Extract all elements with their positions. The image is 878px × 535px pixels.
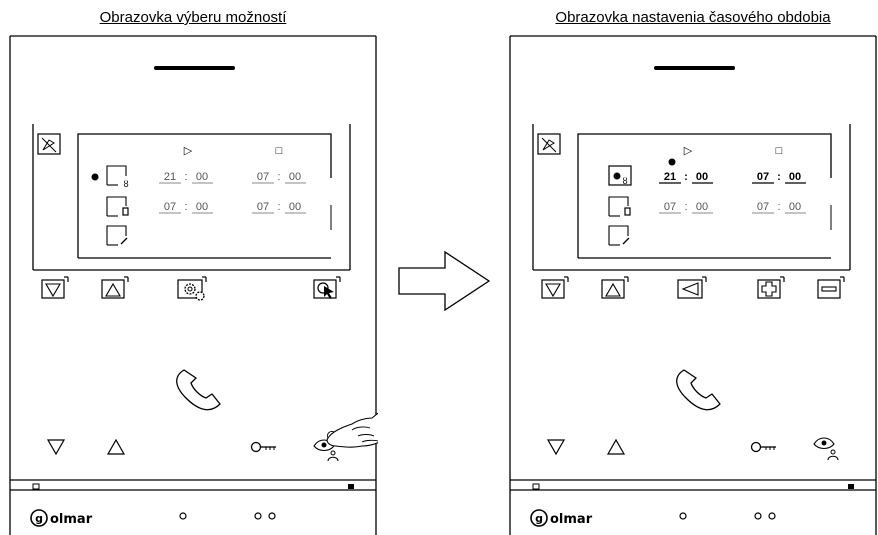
row1-start-min[interactable]: 00 xyxy=(196,171,208,183)
time-separator: : xyxy=(777,201,780,213)
row1-end-min[interactable]: 00 xyxy=(289,171,301,183)
time-period-settings-panel: Obrazovka nastavenia časového obdobia ▷ … xyxy=(508,0,878,535)
bell-off-icon: ȣ xyxy=(106,165,129,189)
end-time-header: □ xyxy=(776,145,783,157)
indicator-led xyxy=(679,512,687,520)
panel-caption: Obrazovka nastavenia časového obdobia xyxy=(555,9,831,26)
end-time-header: □ xyxy=(276,145,283,157)
down-arrow-button[interactable] xyxy=(46,439,66,456)
row2-start-hour[interactable]: 07 xyxy=(664,201,676,213)
indicator-led xyxy=(754,512,762,520)
row1-start-min[interactable]: 00 xyxy=(696,171,708,183)
time-separator: : xyxy=(184,171,187,183)
down-arrow-button[interactable] xyxy=(546,439,566,456)
phone-handset-icon[interactable] xyxy=(176,369,221,411)
row1-start-hour[interactable]: 21 xyxy=(664,171,676,183)
key-icon[interactable] xyxy=(750,441,777,453)
row1-end-min[interactable]: 00 xyxy=(789,171,801,183)
up-arrow-button[interactable] xyxy=(606,438,626,455)
start-time-header: ▷ xyxy=(684,145,693,157)
time-separator: : xyxy=(277,171,280,183)
time-separator: : xyxy=(777,171,781,183)
start-time-header: ▷ xyxy=(184,145,193,157)
plus-button[interactable] xyxy=(757,276,785,299)
monitor-device: ▷ □ ȣ 21 : 00 07 : 00 07 : xyxy=(509,35,877,535)
bell-off-icon xyxy=(37,133,61,155)
indicator-led xyxy=(768,512,776,520)
indicator-led xyxy=(179,512,187,520)
row2-end-hour[interactable]: 07 xyxy=(757,201,769,213)
svg-text:ȣ: ȣ xyxy=(622,176,627,186)
row2-end-min[interactable]: 00 xyxy=(289,201,301,213)
pen-icon xyxy=(608,225,630,246)
down-triangle-button[interactable] xyxy=(41,276,69,299)
golmar-logo: g olmar xyxy=(530,509,593,527)
bell-off-icon xyxy=(537,133,561,155)
row1-start-hour[interactable]: 21 xyxy=(164,171,176,183)
selection-dot xyxy=(91,173,99,181)
golmar-logo: g olmar xyxy=(30,509,93,527)
options-selection-panel: Obrazovka výberu možností ▷ □ xyxy=(8,0,378,535)
edit-cursor-dot xyxy=(668,158,676,166)
key-icon[interactable] xyxy=(250,441,277,453)
indicator-led xyxy=(254,512,262,520)
eye-person-icon[interactable] xyxy=(813,437,839,461)
indicator-led xyxy=(268,512,276,520)
row1-end-hour[interactable]: 07 xyxy=(257,171,269,183)
door-icon xyxy=(608,196,631,217)
svg-text:olmar: olmar xyxy=(550,512,593,527)
settings-gear-button[interactable] xyxy=(177,276,207,301)
transition-arrow-icon xyxy=(398,250,491,312)
row1-end-hour[interactable]: 07 xyxy=(757,171,769,183)
pointing-hand-icon xyxy=(326,412,378,448)
row2-start-min[interactable]: 00 xyxy=(696,201,708,213)
up-arrow-button[interactable] xyxy=(106,438,126,455)
time-separator: : xyxy=(184,201,187,213)
row2-start-hour[interactable]: 07 xyxy=(164,201,176,213)
time-separator: : xyxy=(277,201,280,213)
up-triangle-button[interactable] xyxy=(601,276,629,299)
time-separator: : xyxy=(684,171,688,183)
time-separator: : xyxy=(684,201,687,213)
phone-handset-icon[interactable] xyxy=(676,369,721,411)
row2-end-hour[interactable]: 07 xyxy=(257,201,269,213)
svg-text:g: g xyxy=(35,512,43,525)
down-triangle-button[interactable] xyxy=(541,276,569,299)
svg-text:olmar: olmar xyxy=(50,512,93,527)
panel-caption: Obrazovka výberu možností xyxy=(99,9,287,26)
bell-off-icon: ȣ xyxy=(608,165,632,186)
minus-button[interactable] xyxy=(817,276,845,299)
row2-end-min[interactable]: 00 xyxy=(789,201,801,213)
svg-text:ȣ: ȣ xyxy=(123,179,128,189)
pen-icon xyxy=(106,225,128,246)
door-icon xyxy=(106,196,129,217)
back-triangle-button[interactable] xyxy=(677,276,707,299)
svg-text:g: g xyxy=(535,512,543,525)
confirm-cursor-button[interactable] xyxy=(313,276,341,299)
up-triangle-button[interactable] xyxy=(101,276,129,299)
monitor-device: ▷ □ ȣ 21 : 00 07 : 00 07 : xyxy=(9,35,378,535)
row2-start-min[interactable]: 00 xyxy=(196,201,208,213)
